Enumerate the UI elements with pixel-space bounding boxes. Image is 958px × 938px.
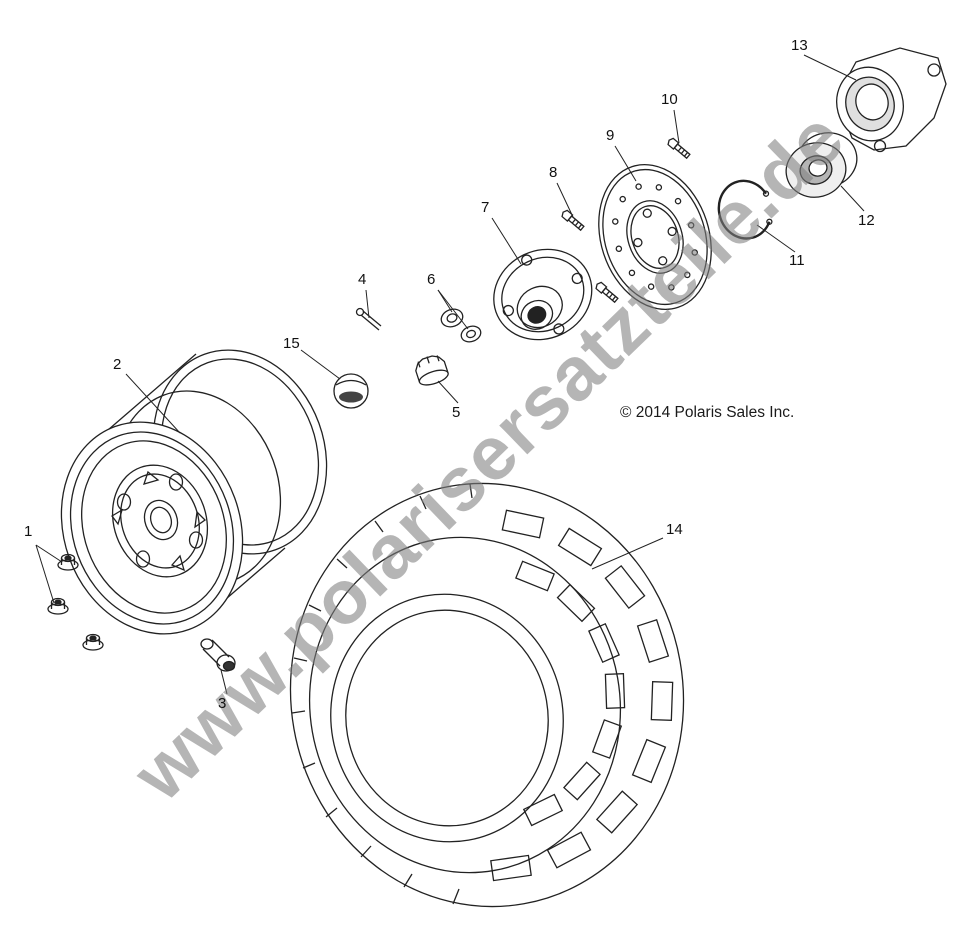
cotter-pin-drawing [355,307,382,331]
callout-12: 12 [858,212,875,229]
callout-10: 10 [661,91,678,108]
bearing-carrier-drawing [836,47,947,153]
lug-nuts-drawing [47,553,104,651]
copyright-text: © 2014 Polaris Sales Inc. [620,404,795,421]
callout-9: 9 [606,127,615,144]
leader-lines [35,54,865,695]
tire-drawing [289,482,685,908]
callout-14: 14 [666,521,683,538]
bolt-drawing-8 [561,209,585,232]
callout-1: 1 [24,523,33,540]
bearing-drawing [785,132,858,198]
callout-6: 6 [427,271,436,288]
callout-11: 11 [789,252,805,269]
callout-15: 15 [283,335,300,352]
brake-disc-drawing [598,164,712,310]
snap-ring-drawing [717,179,773,240]
bolt-drawing-8b [595,281,619,304]
hub-cap-drawing [333,373,369,409]
callout-4: 4 [358,271,367,288]
castle-nut-drawing [415,355,449,386]
wheel-rim-drawing [60,349,328,635]
hub-drawing [493,248,593,341]
bolt-drawing-10 [667,137,691,160]
callout-13: 13 [791,37,808,54]
washers-drawing [440,308,482,343]
valve-stem-drawing [200,638,236,672]
callout-3: 3 [218,695,227,712]
callout-2: 2 [113,356,122,373]
callout-7: 7 [481,199,490,216]
callout-5: 5 [452,404,461,421]
callout-8: 8 [549,164,558,181]
